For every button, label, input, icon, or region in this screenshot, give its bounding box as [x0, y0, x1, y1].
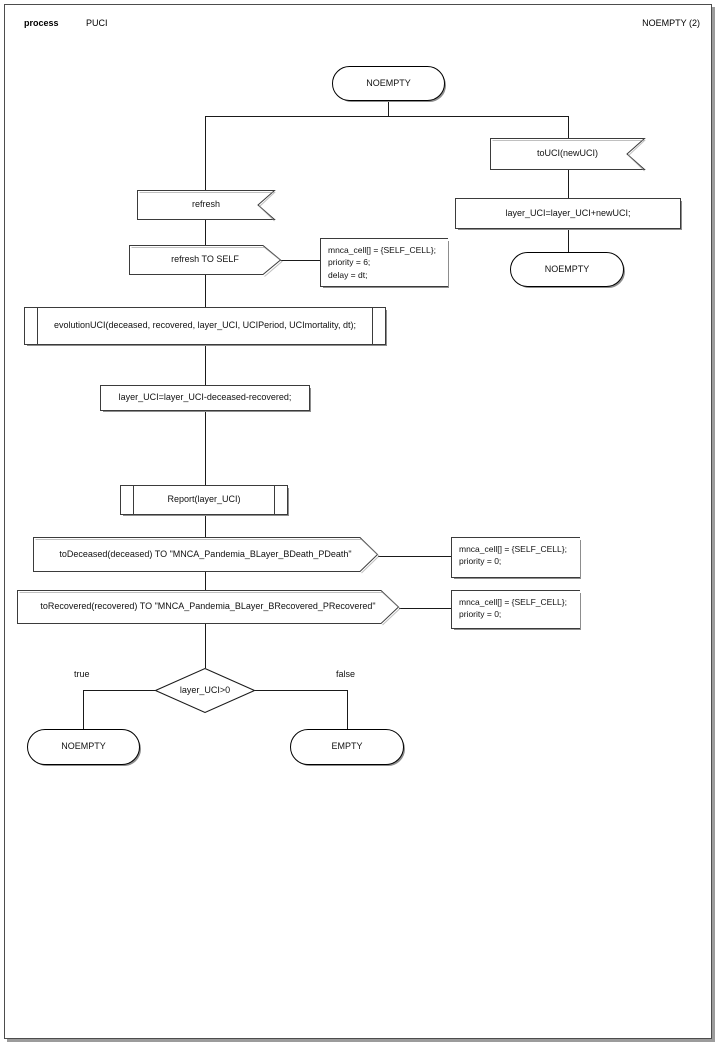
decision-shape	[155, 668, 255, 713]
comment-leader-deceased	[378, 556, 451, 557]
input-signal-shape	[490, 138, 646, 172]
task-subtract[interactable]: layer_UCI=layer_UCI-deceased-recovered;	[100, 385, 310, 411]
connector-recovered-decision	[205, 624, 206, 668]
connector-decision-true-v	[83, 690, 84, 729]
comment-leader-refresh	[280, 260, 320, 261]
task-subtract-label: layer_UCI=layer_UCI-deceased-recovered;	[118, 392, 292, 403]
state-noempty-start[interactable]: NOEMPTY	[332, 66, 445, 101]
procedure-call-report[interactable]: Report(layer_UCI)	[120, 485, 288, 515]
connector-refresh-output	[205, 220, 206, 245]
task-add-uci[interactable]: layer_UCI=layer_UCI+newUCI;	[455, 198, 681, 229]
procedure-call-evolution-label: evolutionUCI(deceased, recovered, layer_…	[54, 320, 356, 331]
output-signal-deceased-label: toDeceased(deceased) TO "MNCA_Pandemia_B…	[59, 548, 352, 559]
comment-leader-recovered	[399, 608, 451, 609]
connector-right-drop	[568, 116, 569, 138]
header-kind-label: process	[24, 18, 59, 28]
output-signal-refresh-self-label: refresh TO SELF	[171, 254, 239, 265]
input-signal-touci-label: toUCI(newUCI)	[536, 148, 598, 159]
comment-recovered: mnca_cell[] = {SELF_CELL}; priority = 0;	[451, 590, 580, 629]
input-signal-touci[interactable]: toUCI(newUCI)	[490, 138, 646, 172]
decision-layer-uci-label: layer_UCI>0	[179, 684, 231, 695]
connector-report-deceased	[205, 515, 206, 537]
connector-touci-task	[568, 169, 569, 198]
output-signal-recovered[interactable]: toRecovered(recovered) TO "MNCA_Pandemia…	[17, 590, 401, 626]
output-signal-shape	[129, 245, 283, 277]
connector-decision-true-h	[83, 690, 155, 691]
task-add-uci-label: layer_UCI=layer_UCI+newUCI;	[505, 207, 631, 218]
state-noempty-right[interactable]: NOEMPTY	[510, 252, 624, 287]
branch-label-false: false	[336, 669, 356, 679]
procedure-call-evolution[interactable]: evolutionUCI(deceased, recovered, layer_…	[24, 307, 386, 345]
connector-task-state-right	[568, 229, 569, 252]
output-signal-deceased[interactable]: toDeceased(deceased) TO "MNCA_Pandemia_B…	[33, 537, 380, 574]
connector-task-report	[205, 411, 206, 485]
connector-deceased-recovered	[205, 572, 206, 591]
output-signal-recovered-label: toRecovered(recovered) TO "MNCA_Pandemia…	[40, 601, 376, 612]
connector-start-down	[388, 101, 389, 116]
state-noempty-right-label: NOEMPTY	[544, 263, 590, 274]
connector-decision-false-h	[255, 690, 348, 691]
input-signal-refresh-label: refresh	[191, 199, 220, 210]
comment-deceased: mnca_cell[] = {SELF_CELL}; priority = 0;	[451, 537, 580, 578]
output-signal-shape	[17, 590, 401, 626]
connector-split-bar	[205, 116, 569, 117]
connector-output-evolution	[205, 275, 206, 307]
output-signal-shape	[33, 537, 380, 574]
state-noempty-start-label: NOEMPTY	[366, 77, 411, 88]
connector-decision-false-v	[347, 690, 348, 729]
input-signal-shape	[137, 190, 276, 222]
decision-layer-uci[interactable]: layer_UCI>0	[155, 668, 255, 713]
input-signal-refresh[interactable]: refresh	[137, 190, 276, 222]
state-empty-false[interactable]: EMPTY	[290, 729, 404, 765]
branch-label-true: true	[74, 669, 90, 679]
state-noempty-true-label: NOEMPTY	[61, 741, 106, 752]
comment-refresh: mnca_cell[] = {SELF_CELL}; priority = 6;…	[320, 238, 448, 287]
page-frame	[4, 4, 712, 1039]
header-page-label: NOEMPTY (2)	[642, 18, 700, 28]
state-empty-false-label: EMPTY	[331, 741, 363, 752]
state-noempty-true[interactable]: NOEMPTY	[27, 729, 140, 765]
connector-left-drop	[205, 116, 206, 190]
header-process-name: PUCI	[86, 18, 108, 28]
output-signal-refresh-self[interactable]: refresh TO SELF	[129, 245, 283, 277]
procedure-call-report-label: Report(layer_UCI)	[167, 494, 241, 505]
connector-evolution-task	[205, 345, 206, 385]
